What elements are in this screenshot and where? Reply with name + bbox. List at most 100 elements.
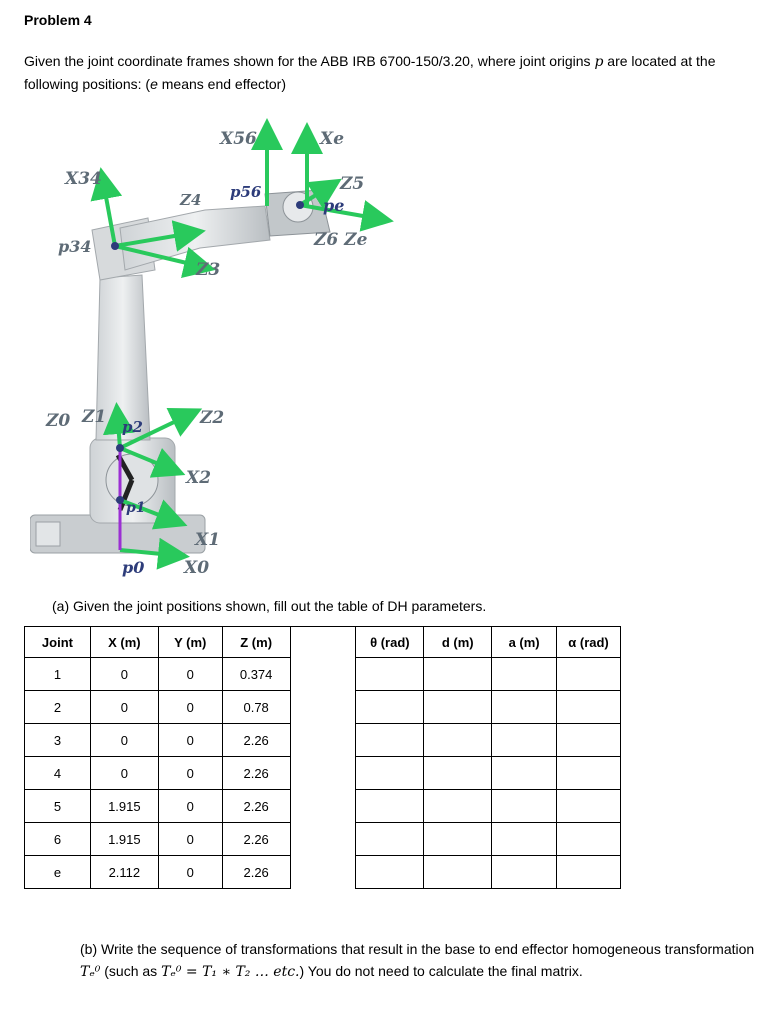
- label-z4: Z4: [179, 191, 201, 209]
- intro-e-variable: e: [150, 76, 158, 92]
- table-answer-cell[interactable]: [556, 723, 621, 757]
- table-answer-cell[interactable]: [289, 690, 357, 724]
- table-answer-cell[interactable]: [423, 822, 493, 856]
- part-b-math-2: Tₑ⁰ = T₁ ∗ T₂ … etc.: [161, 964, 300, 980]
- table-header-cell: α (rad): [556, 626, 621, 658]
- part-b-text-3: ) You do not need to calculate the final…: [299, 963, 583, 979]
- label-z3: Z3: [195, 260, 220, 280]
- table-answer-cell[interactable]: [491, 822, 558, 856]
- intro-text-1: Given the joint coordinate frames shown …: [24, 53, 595, 69]
- part-b-instructions: (b) Write the sequence of transformation…: [80, 938, 760, 983]
- table-answer-cell[interactable]: [355, 822, 425, 856]
- table-answer-cell[interactable]: [355, 789, 425, 823]
- table-cell: 0: [89, 690, 159, 724]
- table-answer-cell[interactable]: [556, 690, 621, 724]
- table-answer-cell[interactable]: [556, 756, 621, 790]
- table-header-cell: [289, 626, 357, 658]
- table-answer-cell[interactable]: [423, 723, 493, 757]
- table-header-cell: θ (rad): [355, 626, 425, 658]
- label-z5: Z5: [339, 174, 364, 194]
- label-p0: p0: [122, 558, 144, 577]
- label-xe: Xe: [319, 129, 344, 149]
- part-b-math-1: Tₑ⁰: [80, 964, 101, 980]
- table-cell: 0: [89, 657, 159, 691]
- table-cell: e: [24, 855, 91, 889]
- table-cell: 2.112: [89, 855, 159, 889]
- table-cell: 0: [157, 822, 223, 856]
- label-z0: Z0: [45, 411, 70, 431]
- label-x56: X56: [219, 129, 257, 149]
- robot-arm-diagram: X34 Z4 X56 Xe Z5 p56 pe Z6 Ze p34 Z3 Z0 …: [30, 118, 394, 578]
- table-answer-cell[interactable]: [491, 855, 558, 889]
- label-x1: X1: [194, 530, 220, 550]
- table-answer-cell[interactable]: [423, 756, 493, 790]
- table-cell: 3: [24, 723, 91, 757]
- table-answer-cell[interactable]: [556, 822, 621, 856]
- label-x2: X2: [185, 468, 211, 488]
- table-cell: 2.26: [221, 822, 291, 856]
- table-answer-cell[interactable]: [423, 690, 493, 724]
- table-cell: 0: [157, 756, 223, 790]
- table-answer-cell[interactable]: [289, 822, 357, 856]
- table-answer-cell[interactable]: [556, 855, 621, 889]
- table-answer-cell[interactable]: [491, 690, 558, 724]
- table-cell: 0: [89, 756, 159, 790]
- table-answer-cell[interactable]: [556, 789, 621, 823]
- intro-text-3: means end effector): [157, 76, 287, 92]
- table-cell: 0: [89, 723, 159, 757]
- table-answer-cell[interactable]: [491, 789, 558, 823]
- table-answer-cell[interactable]: [289, 657, 357, 691]
- table-answer-cell[interactable]: [355, 657, 425, 691]
- table-cell: 2.26: [221, 855, 291, 889]
- problem-title: Problem 4: [24, 12, 92, 28]
- table-answer-cell[interactable]: [423, 855, 493, 889]
- table-answer-cell[interactable]: [355, 756, 425, 790]
- part-b-text-1: (b) Write the sequence of transformation…: [80, 941, 755, 957]
- table-answer-cell[interactable]: [289, 723, 357, 757]
- table-answer-cell[interactable]: [355, 690, 425, 724]
- table-answer-cell[interactable]: [355, 723, 425, 757]
- table-cell: 4: [24, 756, 91, 790]
- table-cell: 2: [24, 690, 91, 724]
- table-answer-cell[interactable]: [491, 756, 558, 790]
- table-answer-cell[interactable]: [556, 657, 621, 691]
- table-cell: 2.26: [221, 756, 291, 790]
- label-p34: p34: [58, 237, 91, 256]
- table-answer-cell[interactable]: [355, 855, 425, 889]
- axis-x0: [119, 537, 190, 570]
- intro-p-variable: p: [594, 54, 604, 70]
- label-p56: p56: [230, 183, 262, 201]
- intro-paragraph: Given the joint coordinate frames shown …: [24, 50, 744, 95]
- table-header-cell: d (m): [423, 626, 493, 658]
- table-cell: 5: [24, 789, 91, 823]
- axis-z2: [119, 407, 203, 450]
- joint-origins: [111, 201, 304, 504]
- label-z6-ze: Z6 Ze: [313, 230, 368, 250]
- robot-arm-figure: X34 Z4 X56 Xe Z5 p56 pe Z6 Ze p34 Z3 Z0 …: [30, 110, 410, 595]
- table-cell: 0: [157, 855, 223, 889]
- part-a-instructions: (a) Given the joint positions shown, fil…: [52, 598, 487, 614]
- table-answer-cell[interactable]: [423, 789, 493, 823]
- table-answer-cell[interactable]: [491, 657, 558, 691]
- table-answer-cell[interactable]: [289, 756, 357, 790]
- table-cell: 2.26: [221, 789, 291, 823]
- table-answer-cell[interactable]: [289, 789, 357, 823]
- table-cell: 0: [157, 657, 223, 691]
- table-cell: 1.915: [89, 789, 159, 823]
- table-cell: 1: [24, 657, 91, 691]
- table-answer-cell[interactable]: [423, 657, 493, 691]
- table-cell: 0: [157, 789, 223, 823]
- table-answer-cell[interactable]: [491, 723, 558, 757]
- table-cell: 6: [24, 822, 91, 856]
- table-answer-cell[interactable]: [289, 855, 357, 889]
- label-x34: X34: [64, 169, 102, 189]
- intro-text-2: are located at the following positions: …: [24, 53, 716, 92]
- table-cell: 0.78: [221, 690, 291, 724]
